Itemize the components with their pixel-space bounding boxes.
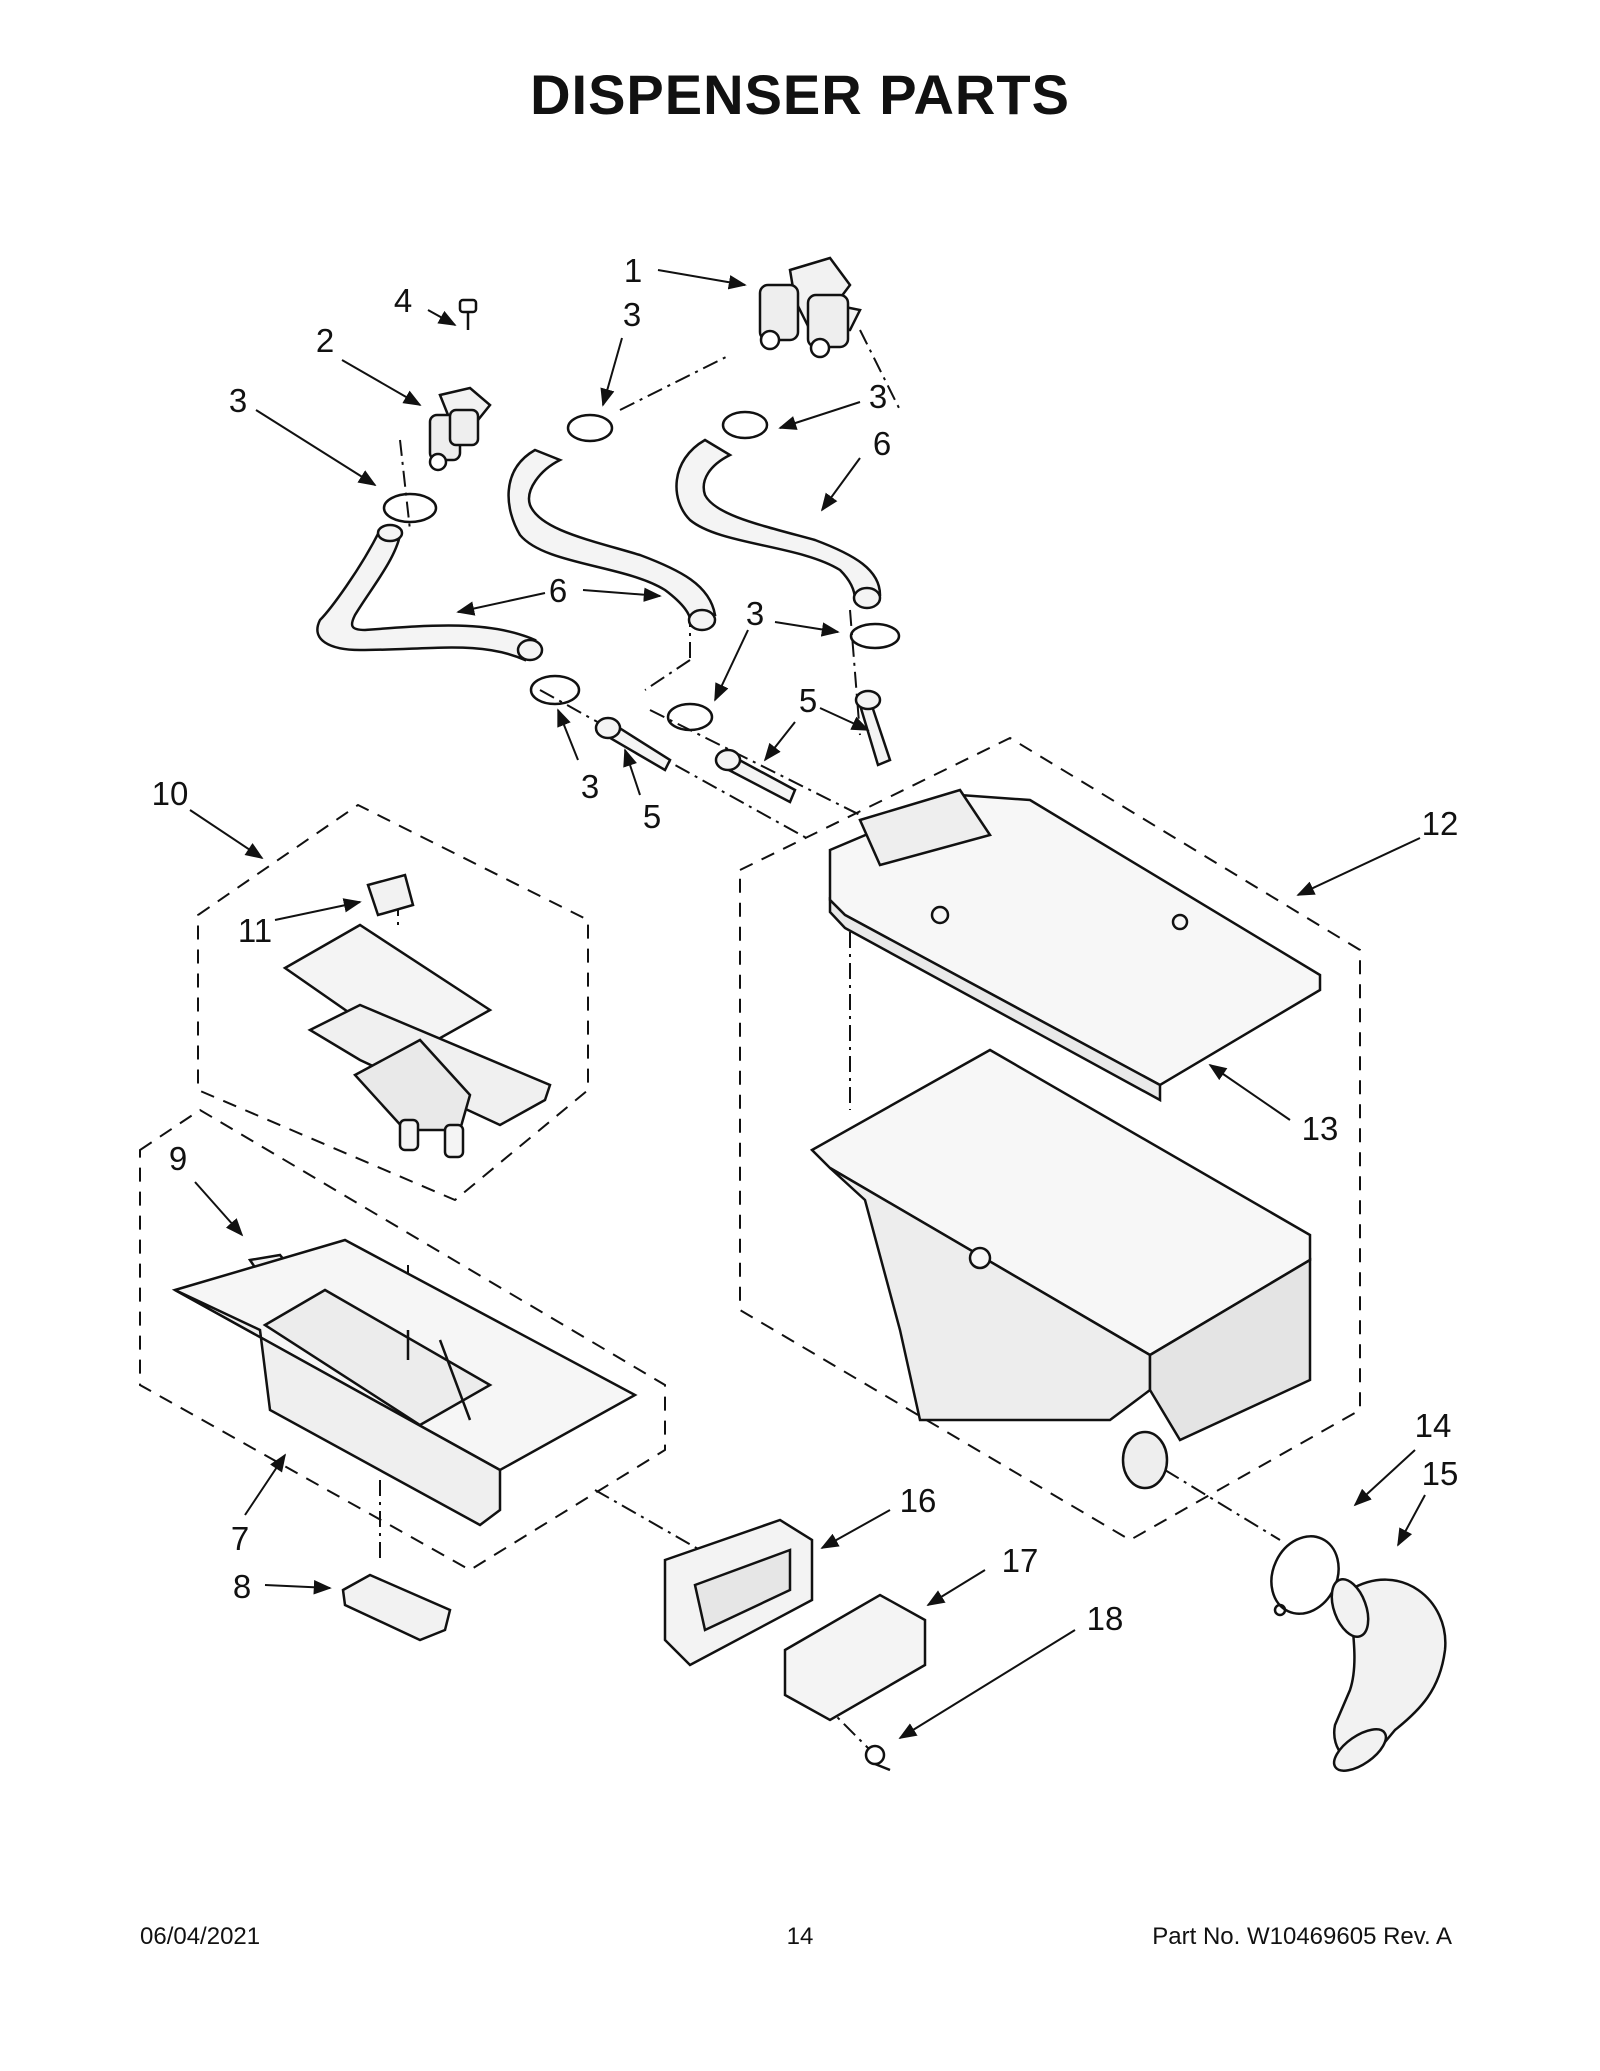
screw-icon [864,1744,891,1772]
housing-assembly-outline [739,736,1361,1542]
arrow-3c [778,401,861,430]
callout-labels: 1 2 3 3 3 3 3 3 4 5 5 5 6 6 6 7 8 9 10 1… [152,252,1459,1637]
arrow-10 [189,809,264,859]
callout-1: 1 [624,252,642,289]
callout-8: 8 [233,1568,251,1605]
arrow-4 [427,309,457,326]
drawer-handle-icon [663,1518,814,1667]
hose-icon [316,438,882,662]
arrow-17 [926,1569,986,1606]
drawer-plate-icon [783,1593,927,1722]
arrow-16 [820,1509,891,1549]
callout-4: 4 [394,282,412,319]
callout-3: 3 [581,768,599,805]
arrow-14 [1353,1449,1416,1507]
dispenser-housing-icon [828,788,1322,1103]
bellows-hose-icon [1330,1578,1447,1772]
callout-11: 11 [238,912,272,949]
arrow-3d [714,629,749,702]
arrow-13 [1208,1063,1291,1121]
callout-5: 5 [643,798,661,835]
callout-2: 2 [316,322,334,359]
callout-3: 3 [229,382,247,419]
screw-icon [458,298,478,330]
arrow-2 [341,359,422,406]
arrow-6a [820,457,861,512]
drawer-assembly-outline [139,1108,666,1572]
arrow-3e [774,621,840,637]
hose-clamp-icon [382,410,901,732]
arrow-15 [1397,1494,1426,1547]
arrow-18 [898,1629,1076,1739]
arrow-6b [456,592,546,616]
assembly-outlines [139,736,1361,1572]
housing-cover-icon [809,1048,1312,1490]
callout-12: 12 [1422,805,1459,842]
arrow-5b [763,721,796,762]
arrow-5a [623,748,641,796]
callout-3: 3 [746,595,764,632]
part-drawings [171,256,1447,1772]
arrow-8 [264,1580,332,1595]
callout-9: 9 [169,1140,187,1177]
page-title: DISPENSER PARTS [530,63,1070,126]
leader-arrows [189,269,1426,1739]
arrow-3a [255,409,377,486]
cup-assembly-outline [197,803,589,1202]
arrow-3b [600,337,623,407]
callout-15: 15 [1422,1455,1459,1492]
arrow-7 [244,1453,286,1516]
callout-6: 6 [873,425,891,462]
footer-page-number: 14 [786,1923,814,1950]
single-water-valve-icon [428,386,492,472]
arrow-9 [194,1181,244,1237]
detergent-cup-assembly-icon [282,923,552,1159]
callout-3: 3 [623,296,641,333]
dispenser-drawer-icon [171,1238,638,1527]
cup-lid-icon [366,873,415,917]
arrow-3f [557,708,579,761]
callout-10: 10 [152,775,189,812]
inlet-nozzle-icon [594,689,892,804]
arrow-12 [1296,837,1421,896]
callout-16: 16 [900,1482,937,1519]
arrow-5c [819,707,870,731]
footer-date: 06/04/2021 [140,1923,261,1950]
footer-part-number: Part No. W10469605 Rev. A [1152,1923,1452,1950]
callout-3: 3 [869,378,887,415]
callout-18: 18 [1087,1600,1124,1637]
dual-water-valve-icon [758,256,862,359]
callout-14: 14 [1415,1407,1452,1444]
callout-17: 17 [1002,1542,1039,1579]
arrow-1 [657,269,747,290]
callout-6: 6 [549,572,567,609]
arrow-11 [274,898,362,921]
callout-7: 7 [231,1520,249,1557]
siphon-cap-icon [341,1573,452,1642]
arrow-6c [582,587,662,602]
callout-5: 5 [799,682,817,719]
callout-13: 13 [1302,1110,1339,1147]
